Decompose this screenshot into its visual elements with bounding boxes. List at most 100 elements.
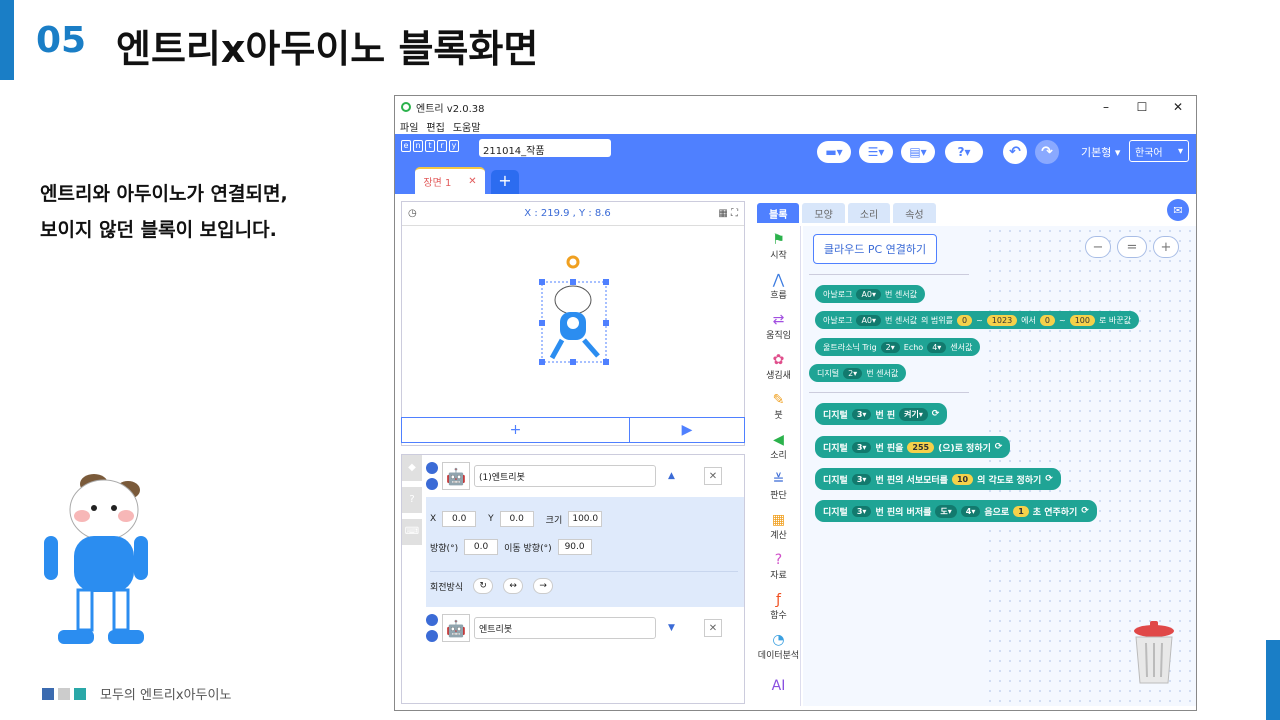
menu-file[interactable]: 파일: [400, 122, 419, 134]
block-dropdown[interactable]: 4▾: [960, 505, 981, 517]
chevron-down-icon[interactable]: ▼: [668, 623, 675, 633]
category-analysis[interactable]: ◔데이터분석: [757, 626, 800, 666]
stage-panel: ◷ X : 219.9 , Y : 8.6 ▦ ⛶: [401, 201, 745, 446]
speed-icon[interactable]: ◷: [408, 208, 417, 219]
block-menu-button[interactable]: ▬▾: [817, 141, 851, 163]
tab-scene-1[interactable]: 장면 1 ✕: [415, 167, 485, 194]
direction-input[interactable]: 0.0: [464, 539, 499, 555]
help-button[interactable]: ?▾: [945, 141, 983, 163]
eye-icon[interactable]: [426, 614, 438, 626]
lock-icon[interactable]: [426, 630, 438, 642]
cloud-pc-connect-button[interactable]: 클라우드 PC 연결하기: [813, 234, 937, 264]
block-number[interactable]: 0: [1039, 314, 1055, 326]
project-name-input[interactable]: 211014_작품: [479, 139, 611, 157]
rotate-none-icon[interactable]: →: [533, 578, 554, 594]
block-dropdown[interactable]: 3▾: [851, 408, 872, 420]
object-tab[interactable]: ◆: [402, 455, 422, 481]
zoom-in-button[interactable]: +: [1153, 236, 1179, 258]
language-value: 한국어: [1135, 147, 1163, 159]
list-item[interactable]: 🤖 엔트리봇 ▼ ✕: [426, 607, 744, 649]
chat-icon[interactable]: ✉: [1167, 199, 1189, 221]
redo-icon[interactable]: ↷: [1035, 140, 1059, 164]
chevron-up-icon[interactable]: ▲: [668, 471, 675, 481]
tab-attribute[interactable]: 속성: [893, 203, 936, 223]
maximize-button[interactable]: ☐: [1136, 100, 1148, 114]
entry-window: 엔트리 v2.0.38 – ☐ ✕ 파일 편집 도움말 e n t r y 21…: [394, 95, 1197, 711]
minimize-button[interactable]: –: [1103, 100, 1109, 114]
help-tab[interactable]: ?: [402, 487, 422, 513]
close-button[interactable]: ✕: [1172, 100, 1184, 114]
rotate-horizontal-icon[interactable]: ↔: [503, 578, 524, 594]
category-calc[interactable]: ▦계산: [757, 506, 800, 546]
save-button[interactable]: ▤▾: [901, 141, 935, 163]
object-name-field[interactable]: 엔트리봇: [474, 617, 656, 639]
block-dropdown[interactable]: 2▾: [880, 341, 900, 353]
category-data[interactable]: ?자료: [757, 546, 800, 586]
category-brush[interactable]: ✎붓: [757, 386, 800, 426]
new-project-button[interactable]: ☰▾: [859, 141, 893, 163]
category-sound[interactable]: ◀소리: [757, 426, 800, 466]
block-dropdown[interactable]: 2▾: [843, 367, 863, 379]
console-tab[interactable]: ⌨: [402, 519, 422, 545]
block-dropdown[interactable]: A0▾: [856, 288, 882, 300]
block-dropdown[interactable]: 켜기▾: [899, 407, 928, 421]
block-number[interactable]: 1023: [986, 314, 1018, 326]
rotate-free-icon[interactable]: ↻: [473, 578, 494, 594]
object-name-field[interactable]: (1)엔트리봇: [474, 465, 656, 487]
add-object-button[interactable]: +: [402, 418, 630, 442]
category-ai[interactable]: AI: [757, 666, 800, 706]
menu-help[interactable]: 도움말: [452, 122, 481, 134]
trash-icon[interactable]: [1131, 621, 1177, 687]
menu-edit[interactable]: 편집: [426, 122, 445, 134]
block-number[interactable]: 0: [957, 314, 973, 326]
category-flag[interactable]: ⚑시작: [757, 226, 800, 266]
y-input[interactable]: 0.0: [499, 511, 534, 527]
eye-icon[interactable]: [426, 462, 438, 474]
grid-icon[interactable]: ▦ ⛶: [718, 208, 738, 219]
block-number[interactable]: 1: [1013, 505, 1029, 517]
tab-block[interactable]: 블록: [757, 203, 800, 223]
lock-icon[interactable]: [426, 478, 438, 490]
block-dropdown[interactable]: 3▾: [851, 505, 872, 517]
zoom-out-button[interactable]: −: [1085, 236, 1111, 258]
size-input[interactable]: 100.0: [568, 511, 603, 527]
tab-sound[interactable]: 소리: [847, 203, 891, 223]
move-direction-input[interactable]: 90.0: [557, 539, 592, 555]
block-number[interactable]: 255: [907, 441, 935, 453]
close-icon[interactable]: ✕: [468, 176, 477, 187]
block-dropdown[interactable]: 3▾: [851, 473, 872, 485]
mode-select[interactable]: 기본형 ▾: [1081, 146, 1121, 159]
delete-object-button[interactable]: ✕: [704, 467, 722, 485]
undo-icon[interactable]: ↶: [1003, 140, 1027, 164]
list-item[interactable]: 🤖 (1)엔트리봇 ▲ ✕: [426, 455, 744, 497]
category-flow[interactable]: ⋀흐름: [757, 266, 800, 306]
category-judge[interactable]: ≚판단: [757, 466, 800, 506]
block-text: 아날로그: [823, 289, 853, 299]
x-input[interactable]: 0.0: [442, 511, 477, 527]
block-number[interactable]: 100: [1069, 314, 1095, 326]
zoom-reset-button[interactable]: =: [1117, 236, 1147, 258]
add-scene-button[interactable]: +: [491, 170, 519, 194]
block-dropdown[interactable]: 4▾: [927, 341, 947, 353]
delete-object-button[interactable]: ✕: [704, 619, 722, 637]
entry-logo[interactable]: e n t r y: [401, 140, 459, 152]
stage-canvas[interactable]: [402, 226, 744, 416]
tab-shape[interactable]: 모양: [802, 203, 845, 223]
start-button[interactable]: ▶: [681, 422, 693, 438]
block-dropdown[interactable]: 도▾: [935, 504, 957, 518]
block-dropdown[interactable]: 3▾: [851, 441, 872, 453]
block-dropdown[interactable]: A0▾: [856, 314, 882, 326]
category-looks[interactable]: ✿생김새: [757, 346, 800, 386]
language-select[interactable]: 한국어 ▾: [1129, 140, 1189, 162]
category-move[interactable]: ⇄움직임: [757, 306, 800, 346]
block-number[interactable]: 10: [951, 473, 974, 485]
